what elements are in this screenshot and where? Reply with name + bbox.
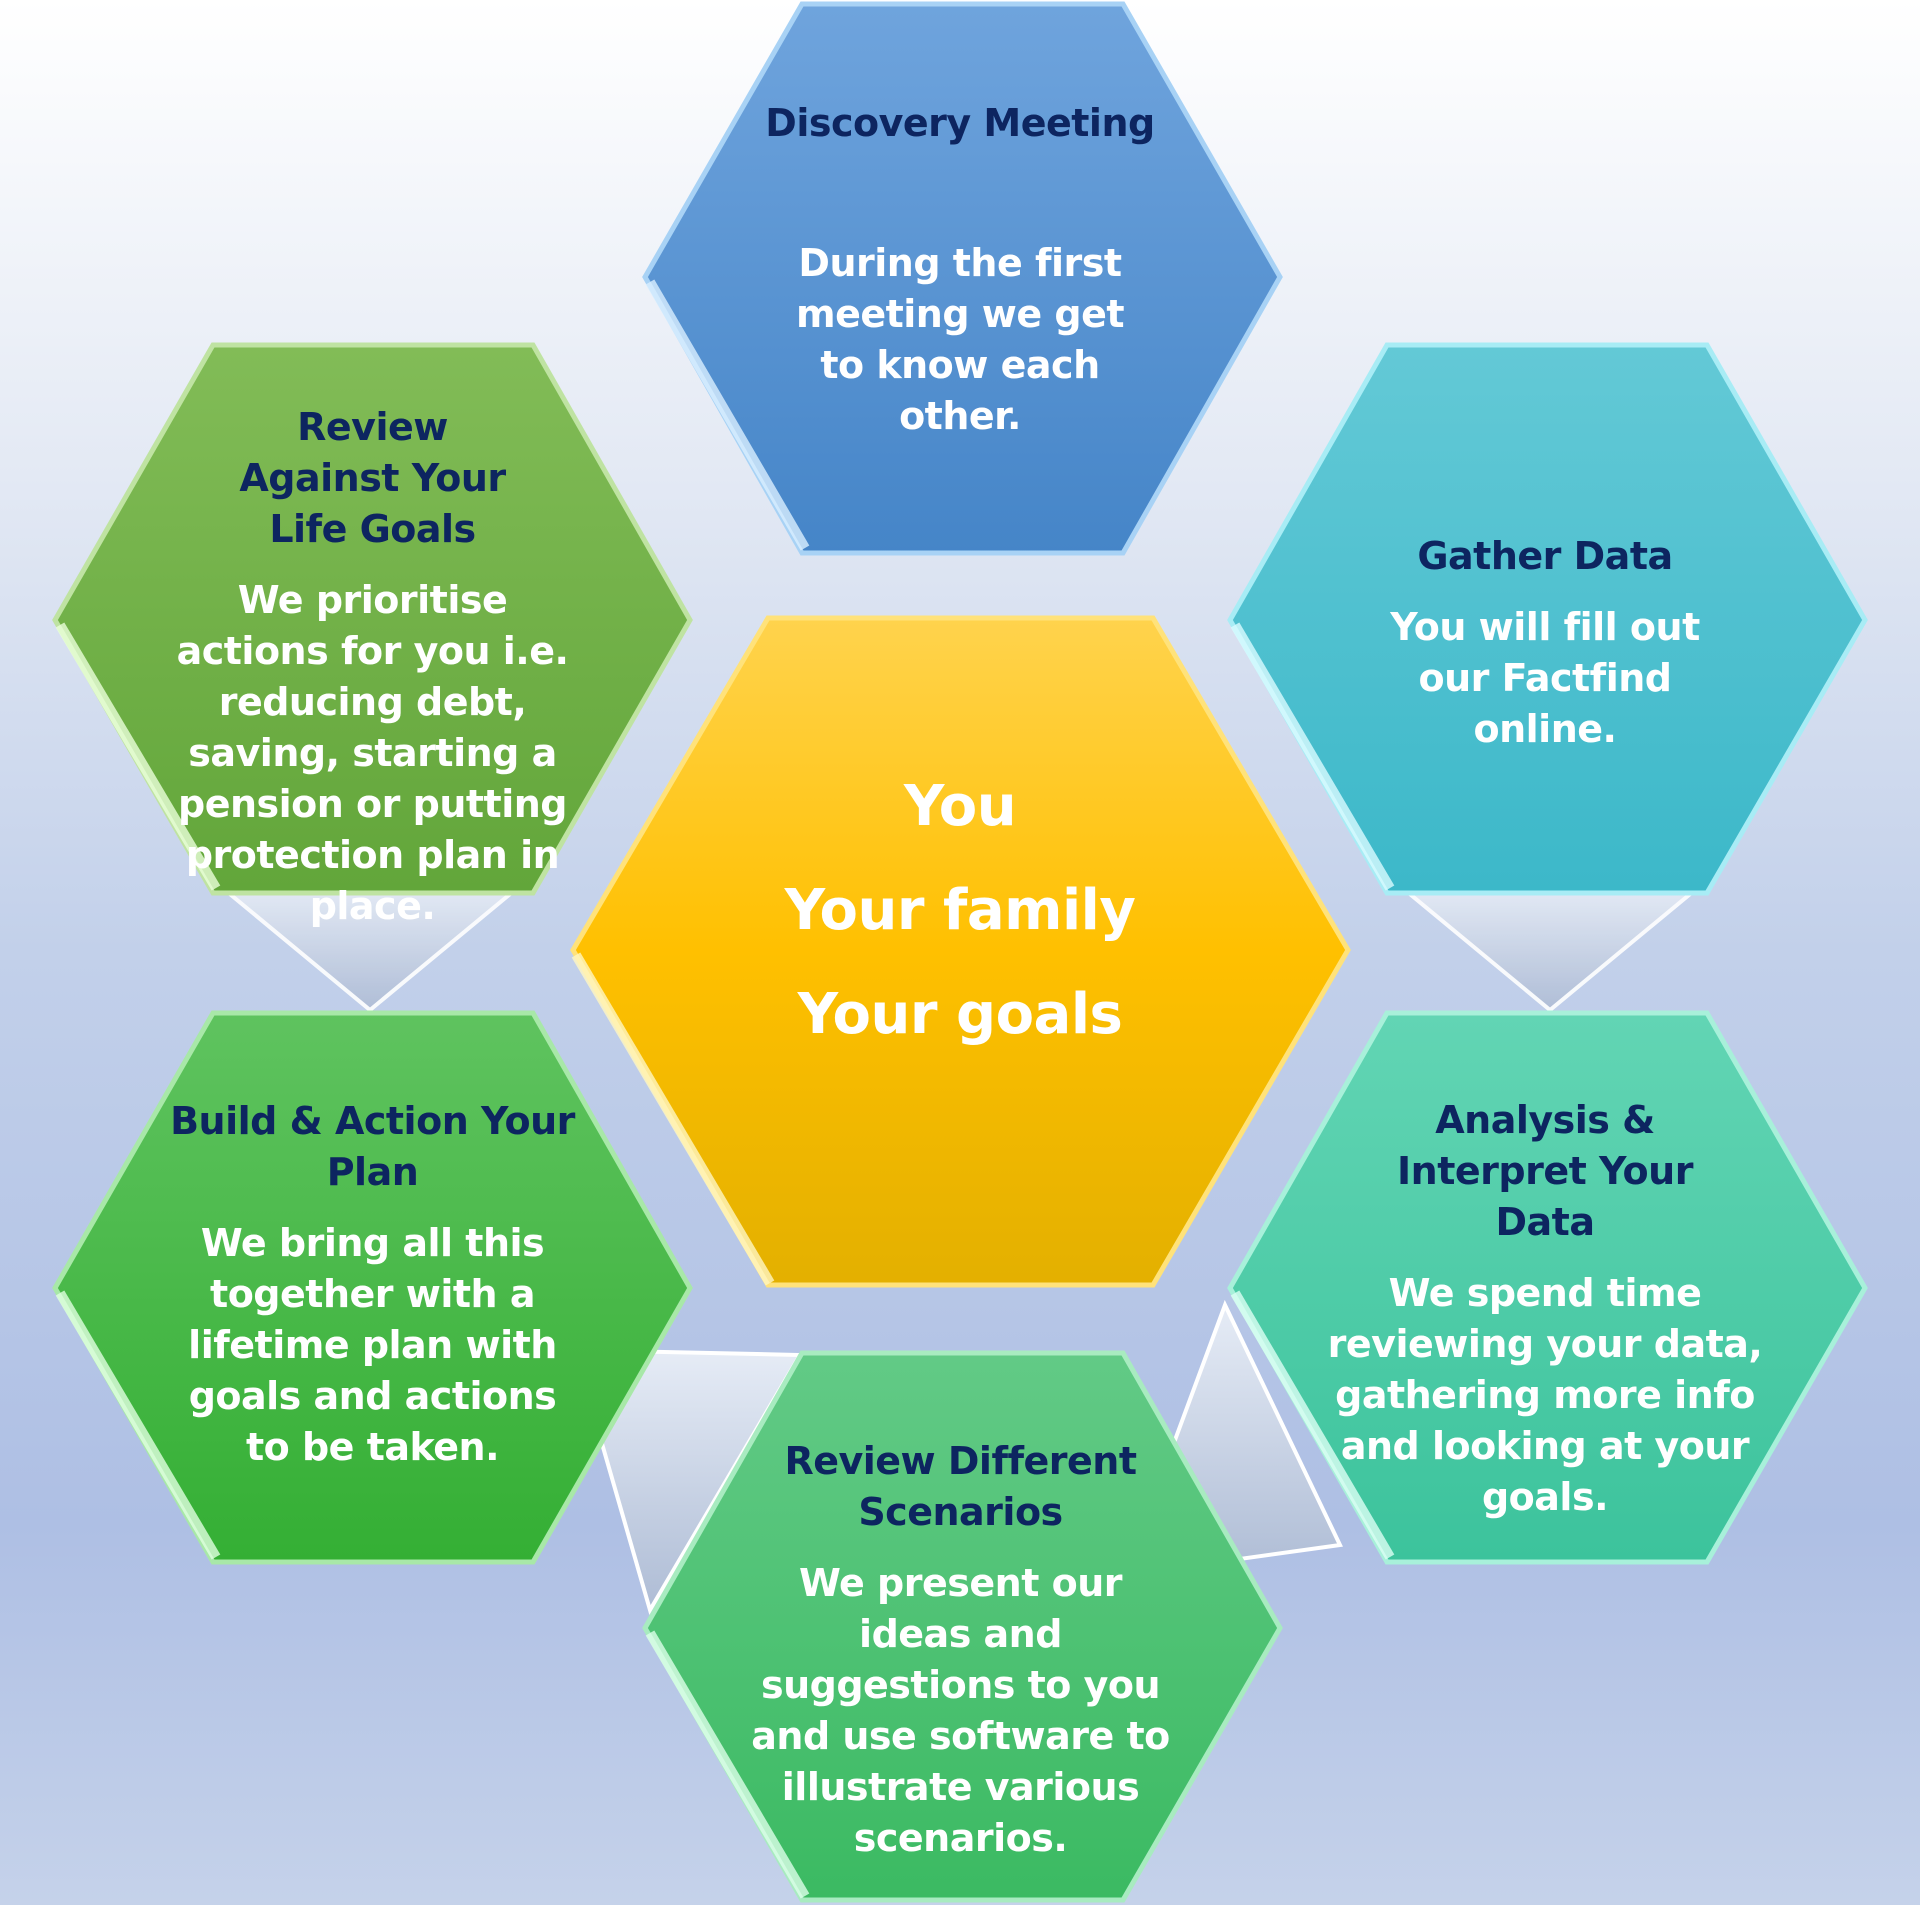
analysis-hexagon [1227,1010,1868,1565]
build-body: We bring all this together with a lifeti… [188,1221,557,1469]
scenarios-title: Review Different Scenarios [784,1439,1137,1534]
build-label: Build & Action Your Plan We bring all th… [160,1096,585,1473]
review-title: Review Against Your Life Goals [239,405,506,551]
review-label: Review Against Your Life Goals We priori… [160,402,585,932]
gather-label: Gather Data You will fill out our Factfi… [1335,531,1755,755]
analysis-title: Analysis & Interpret Your Data [1397,1098,1693,1244]
scenarios-label: Review Different Scenarios We present ou… [743,1436,1178,1864]
analysis-body: We spend time reviewing your data, gathe… [1327,1271,1763,1519]
gather-body: You will fill out our Factfind online. [1390,605,1700,751]
build-hexagon-highlight [55,1290,221,1560]
center-line-family: Your family [784,878,1136,943]
gather-hexagon-highlight [1230,622,1395,891]
review-hexagon [52,342,693,896]
center-line-you: You [903,774,1017,839]
review-body: We prioritise actions for you i.e. reduc… [176,578,569,928]
analysis-label: Analysis & Interpret Your Data We spend … [1325,1095,1765,1523]
gather-hexagon [1227,342,1868,896]
discovery-body: During the first meeting we get to know … [795,241,1125,438]
discovery-hexagon-highlight [645,279,810,551]
connector-gather-analysis [1399,888,1701,1013]
analysis-hexagon-highlight [1230,1290,1395,1560]
discovery-label: Discovery Meeting During the first meeti… [745,98,1175,442]
gather-title: Gather Data [1417,534,1673,578]
build-hexagon [52,1010,693,1565]
scenarios-body: We present our ideas and suggestions to … [751,1561,1170,1860]
center-label: You Your family Your goals [730,755,1190,1067]
build-title: Build & Action Your Plan [170,1099,575,1194]
scenarios-hexagon-highlight [645,1630,810,1899]
discovery-title: Discovery Meeting [765,101,1155,145]
review-hexagon-highlight [55,622,221,891]
center-line-goals: Your goals [797,982,1123,1047]
connector-scenarios-build [572,1347,804,1616]
discovery-hexagon [642,1,1283,556]
center-hexagon [570,615,1351,1288]
center-hexagon-highlight [571,952,775,1286]
scenarios-hexagon [642,1350,1283,1903]
